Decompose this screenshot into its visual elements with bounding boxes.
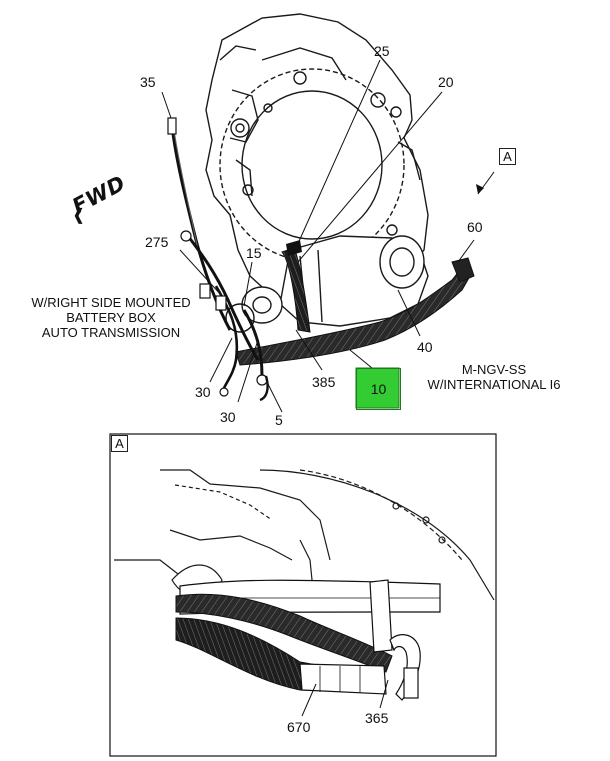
callout-25: 25 xyxy=(374,43,390,59)
view-reference-label: A xyxy=(499,148,516,165)
detail-leader-lines xyxy=(301,679,389,717)
note-right-line-1: M-NGV-SS xyxy=(461,362,527,377)
callout-35: 35 xyxy=(140,74,156,90)
callout-20: 20 xyxy=(438,74,454,90)
view-direction-arrow-icon xyxy=(476,184,484,194)
forward-arrow-icon: ❰ xyxy=(72,207,86,224)
callout-275: 275 xyxy=(145,234,169,250)
note-right: M-NGV-SS W/INTERNATIONAL I6 xyxy=(410,362,578,392)
leader-lines xyxy=(161,59,495,413)
callout-40: 40 xyxy=(417,339,433,355)
callout-15: 15 xyxy=(246,245,262,261)
callout-30-left: 30 xyxy=(195,384,211,400)
note-left-line-3: AUTO TRANSMISSION xyxy=(41,325,181,340)
highlight-box xyxy=(355,367,400,409)
callout-30-right: 30 xyxy=(220,409,236,425)
detail-view-label: A xyxy=(111,435,128,452)
detail-harness xyxy=(175,579,441,701)
callout-385: 385 xyxy=(312,374,336,390)
callout-5: 5 xyxy=(275,412,283,428)
battery-cables xyxy=(167,117,269,402)
callout-60: 60 xyxy=(467,219,483,235)
note-right-line-2: W/INTERNATIONAL I6 xyxy=(427,377,561,392)
note-left-line-1: W/RIGHT SIDE MOUNTED xyxy=(31,295,191,310)
note-left: W/RIGHT SIDE MOUNTED BATTERY BOX AUTO TR… xyxy=(18,295,204,340)
note-left-line-2: BATTERY BOX xyxy=(66,310,156,325)
wire-harness-main xyxy=(235,240,475,366)
callout-670: 670 xyxy=(287,719,311,735)
callout-365: 365 xyxy=(365,710,389,726)
callout-10-highlighted[interactable]: 10 xyxy=(356,368,401,410)
